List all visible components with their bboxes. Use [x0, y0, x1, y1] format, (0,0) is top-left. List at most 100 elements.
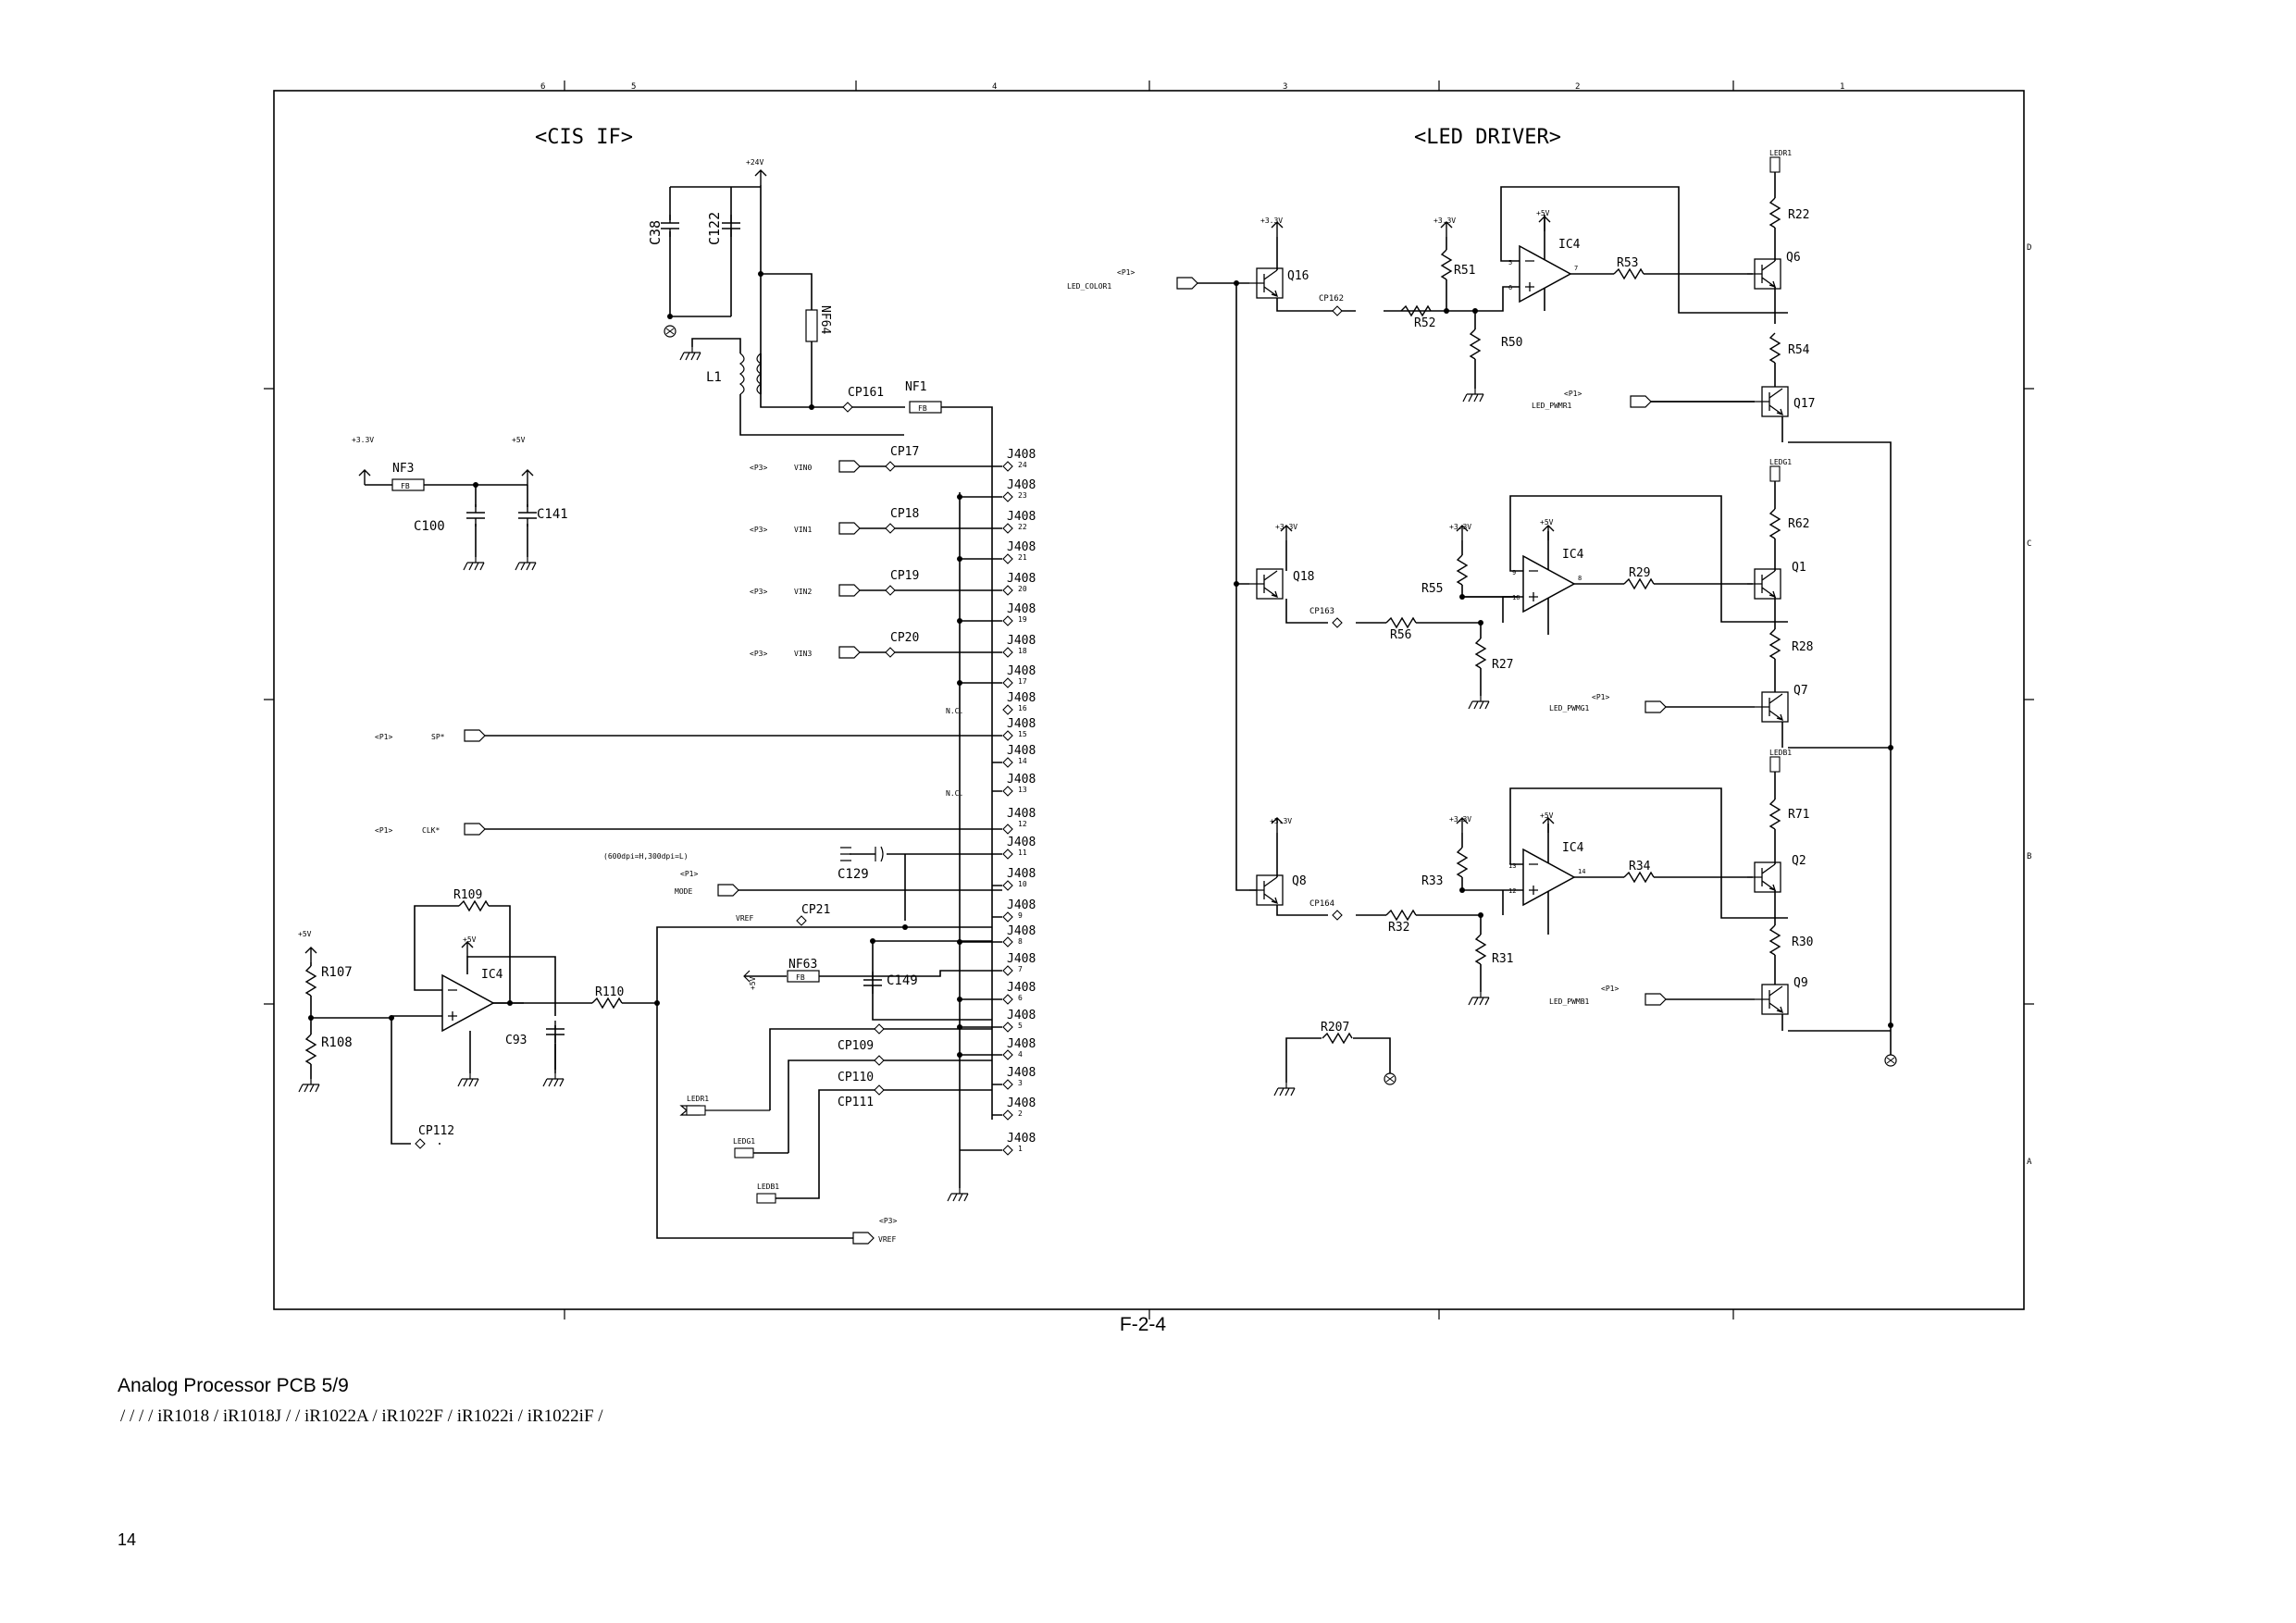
- model-list: / / / / iR1018 / iR1018J / / iR1022A / i…: [120, 1406, 603, 1426]
- r110-label: R110: [595, 985, 624, 999]
- c122-label: C122: [706, 212, 723, 245]
- svg-text:J408: J408: [1007, 924, 1036, 938]
- svg-text:VIN0: VIN0: [794, 464, 812, 472]
- svg-text:<P1>: <P1>: [1117, 268, 1135, 277]
- svg-text:LEDR1: LEDR1: [1769, 149, 1792, 157]
- svg-text:Q8: Q8: [1292, 874, 1307, 888]
- page-number: 14: [118, 1530, 137, 1549]
- p5v-label-b: +5V: [749, 976, 757, 990]
- svg-text:J408: J408: [1007, 478, 1036, 492]
- svg-text:R30: R30: [1792, 935, 1813, 949]
- svg-text:9: 9: [1512, 569, 1516, 576]
- p5v-label-a: +5V: [512, 436, 526, 444]
- vref-network: VREF CP21 C149 FB NF63 +5V: [656, 903, 992, 1021]
- svg-text:18: 18: [1018, 647, 1027, 655]
- svg-text:CP164: CP164: [1309, 899, 1334, 909]
- svg-text:LEDG1: LEDG1: [1769, 458, 1792, 466]
- svg-text:+3.3V: +3.3V: [1449, 523, 1471, 531]
- svg-text:R55: R55: [1421, 582, 1443, 596]
- svg-text:21: 21: [1018, 553, 1027, 562]
- svg-text:5: 5: [1508, 259, 1512, 266]
- svg-text:R50: R50: [1501, 336, 1522, 350]
- svg-text:6: 6: [1018, 994, 1023, 1002]
- svg-text:LED_PWMB1: LED_PWMB1: [1549, 997, 1590, 1006]
- svg-text:10: 10: [1512, 594, 1520, 601]
- svg-text:6: 6: [1508, 284, 1512, 291]
- svg-text:J408: J408: [1007, 572, 1036, 586]
- svg-text:9: 9: [1018, 911, 1023, 920]
- zone-col-5: 5: [631, 82, 636, 92]
- svg-text:J408: J408: [1007, 602, 1036, 616]
- svg-text:LED_PWMG1: LED_PWMG1: [1549, 704, 1590, 712]
- svg-text:3: 3: [1018, 1079, 1023, 1087]
- svg-text:<P3>: <P3>: [750, 464, 767, 472]
- zone-row-d: D: [2027, 243, 2031, 253]
- svg-text:<P1>: <P1>: [680, 870, 698, 878]
- nf3-label: NF3: [392, 462, 414, 476]
- c93-label: C93: [505, 1034, 527, 1047]
- svg-text:J408: J408: [1007, 744, 1036, 758]
- zone-row-a: A: [2027, 1158, 2032, 1167]
- svg-text:J408: J408: [1007, 634, 1036, 648]
- svg-text:13: 13: [1018, 786, 1027, 794]
- svg-text:VIN3: VIN3: [794, 650, 812, 658]
- svg-text:LED_COLOR1: LED_COLOR1: [1067, 282, 1111, 291]
- svg-text:+3.3V: +3.3V: [1433, 217, 1456, 225]
- svg-text:Q18: Q18: [1293, 570, 1314, 584]
- svg-text:7: 7: [1574, 265, 1578, 272]
- svg-text:CP162: CP162: [1319, 294, 1344, 304]
- nf63-fb-label: FB: [796, 973, 805, 982]
- section-title-led-driver: <LED DRIVER>: [1414, 126, 1561, 149]
- zone-row-b: B: [2027, 852, 2031, 861]
- svg-text:SP*: SP*: [431, 733, 445, 741]
- j408-pin-24-label: J408: [1007, 448, 1036, 462]
- nf64-label: NF64: [818, 305, 832, 334]
- svg-text:J408: J408: [1007, 1096, 1036, 1110]
- svg-text:R32: R32: [1388, 921, 1409, 935]
- c149-label: C149: [887, 973, 918, 988]
- svg-text:20: 20: [1018, 585, 1027, 593]
- svg-text:LEDB1: LEDB1: [757, 1183, 779, 1191]
- svg-text:CLK*: CLK*: [422, 826, 440, 835]
- document-title: Analog Processor PCB 5/9: [118, 1375, 349, 1396]
- sp-clk-signals: <P1> SP* <P1> CLK*: [375, 729, 992, 836]
- zone-col-6: 6: [540, 82, 545, 92]
- c38-label: C38: [647, 220, 664, 245]
- svg-text:<P3>: <P3>: [879, 1217, 897, 1225]
- cp161-label: CP161: [848, 386, 884, 400]
- svg-text:12: 12: [1508, 887, 1516, 895]
- led-channel-green: Q18 +3.3V CP163 R56 +3.3V R55 R27 +5V 9 …: [1248, 458, 1813, 748]
- svg-text:17: 17: [1018, 677, 1027, 686]
- svg-text:R53: R53: [1617, 256, 1638, 270]
- svg-text:J408: J408: [1007, 1009, 1036, 1022]
- svg-text:J408: J408: [1007, 773, 1036, 787]
- svg-text:+5V: +5V: [1536, 209, 1550, 217]
- led-returns: CP109 CP110 CP111 LEDR1 LEDG1 LEDB1: [679, 1023, 992, 1204]
- vin-signals: <P3> VIN0 CP17 <P3> VIN1 CP18 <P3> VIN2 …: [750, 445, 992, 659]
- svg-text:24: 24: [1018, 461, 1027, 469]
- svg-text:22: 22: [1018, 523, 1027, 531]
- svg-text:R56: R56: [1390, 628, 1411, 642]
- zone-col-4: 4: [992, 82, 997, 92]
- section-title-cis-if: <CIS IF>: [535, 126, 633, 149]
- r109-label: R109: [453, 888, 482, 902]
- vref-buffer: +5V R107 R108 CP112 R109 +5V IC4 C93 R11…: [298, 888, 897, 1245]
- svg-text:R22: R22: [1788, 208, 1809, 222]
- svg-text:13: 13: [1508, 862, 1516, 870]
- r207-label: R207: [1321, 1021, 1349, 1035]
- svg-text:8: 8: [1018, 937, 1023, 946]
- svg-text:CP17: CP17: [890, 445, 919, 459]
- svg-text:Q1: Q1: [1792, 561, 1806, 575]
- svg-text:R71: R71: [1788, 808, 1809, 822]
- svg-text:<P3>: <P3>: [750, 588, 767, 596]
- c100-label: C100: [414, 519, 445, 534]
- svg-text:<P1>: <P1>: [1592, 693, 1609, 701]
- svg-text:R33: R33: [1421, 874, 1443, 888]
- figure-caption: F-2-4: [1119, 1314, 1167, 1335]
- p5v-label-d: +5V: [463, 935, 477, 944]
- zone-row-c: C: [2027, 539, 2031, 549]
- cis-power-block: +24V C38 C122 NF64 L1 CP161 FB NF1: [647, 158, 993, 1120]
- p24v-label: +24V: [746, 158, 763, 167]
- nf63-label: NF63: [788, 958, 817, 972]
